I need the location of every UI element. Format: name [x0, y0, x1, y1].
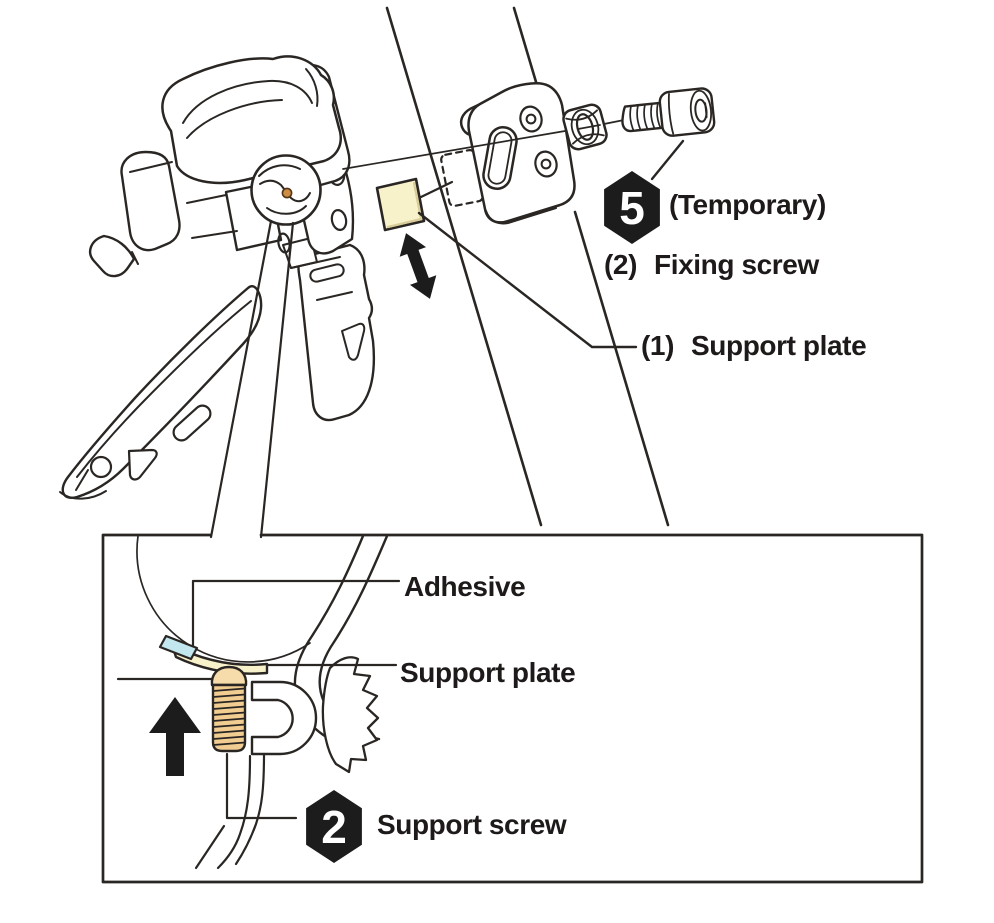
fixing-bolt: [621, 87, 716, 137]
fixing-screw-label: Fixing screw: [654, 249, 819, 280]
fixing-screw-callout: (2) Fixing screw: [604, 249, 819, 281]
magnifier-circle: [250, 154, 322, 226]
support-screw-detail: [210, 665, 248, 753]
support-screw-leader-line: [225, 752, 298, 820]
magnifier-cone-lines: [209, 219, 295, 539]
support-screw-label: Support screw: [377, 809, 567, 840]
support-plate-detail: [170, 643, 269, 675]
adjust-block: [321, 656, 380, 774]
front-derailleur-drawing: [59, 55, 375, 500]
clamp-hook: [250, 680, 318, 756]
step-badge-2-number: 2: [321, 800, 347, 853]
adhesive-leader-line: [191, 579, 401, 648]
detail-box: [101, 533, 924, 884]
support-plate-part: [375, 177, 426, 232]
support-plate-pointer-line: [419, 180, 454, 199]
support-plate-callout: (1) Support plate: [641, 330, 867, 362]
step-badge-2: 2: [306, 790, 362, 863]
adhesive-label: Adhesive: [404, 571, 526, 602]
fixing-bolt-leader-line: [650, 139, 685, 181]
temporary-label: (Temporary): [669, 189, 826, 220]
support-plate-leader-line: [417, 211, 638, 349]
mounting-position-dashed-outline: [440, 148, 484, 208]
push-up-arrow: [149, 697, 201, 776]
fixing-screw-index: (2): [604, 249, 638, 280]
assembly-axis-line: [342, 130, 566, 170]
assembly-axis-line-segments: [577, 119, 625, 130]
support-screw-tip-highlight: [281, 187, 293, 199]
support-plate-detail-label: Support plate: [400, 657, 576, 688]
step-badge-5-number: 5: [619, 181, 645, 234]
detail-box-border: [101, 533, 924, 884]
detail-leader-lines: [191, 579, 401, 820]
backup-bracket: [459, 82, 576, 225]
step-badge-5: 5: [604, 171, 660, 244]
support-plate-index: (1): [641, 330, 675, 361]
body-lines-below: [194, 752, 266, 870]
support-plate-label: Support plate: [691, 330, 867, 361]
adhesive-strip: [158, 634, 199, 661]
frame-tube: [385, 6, 670, 527]
adjust-double-arrow: [399, 233, 437, 299]
